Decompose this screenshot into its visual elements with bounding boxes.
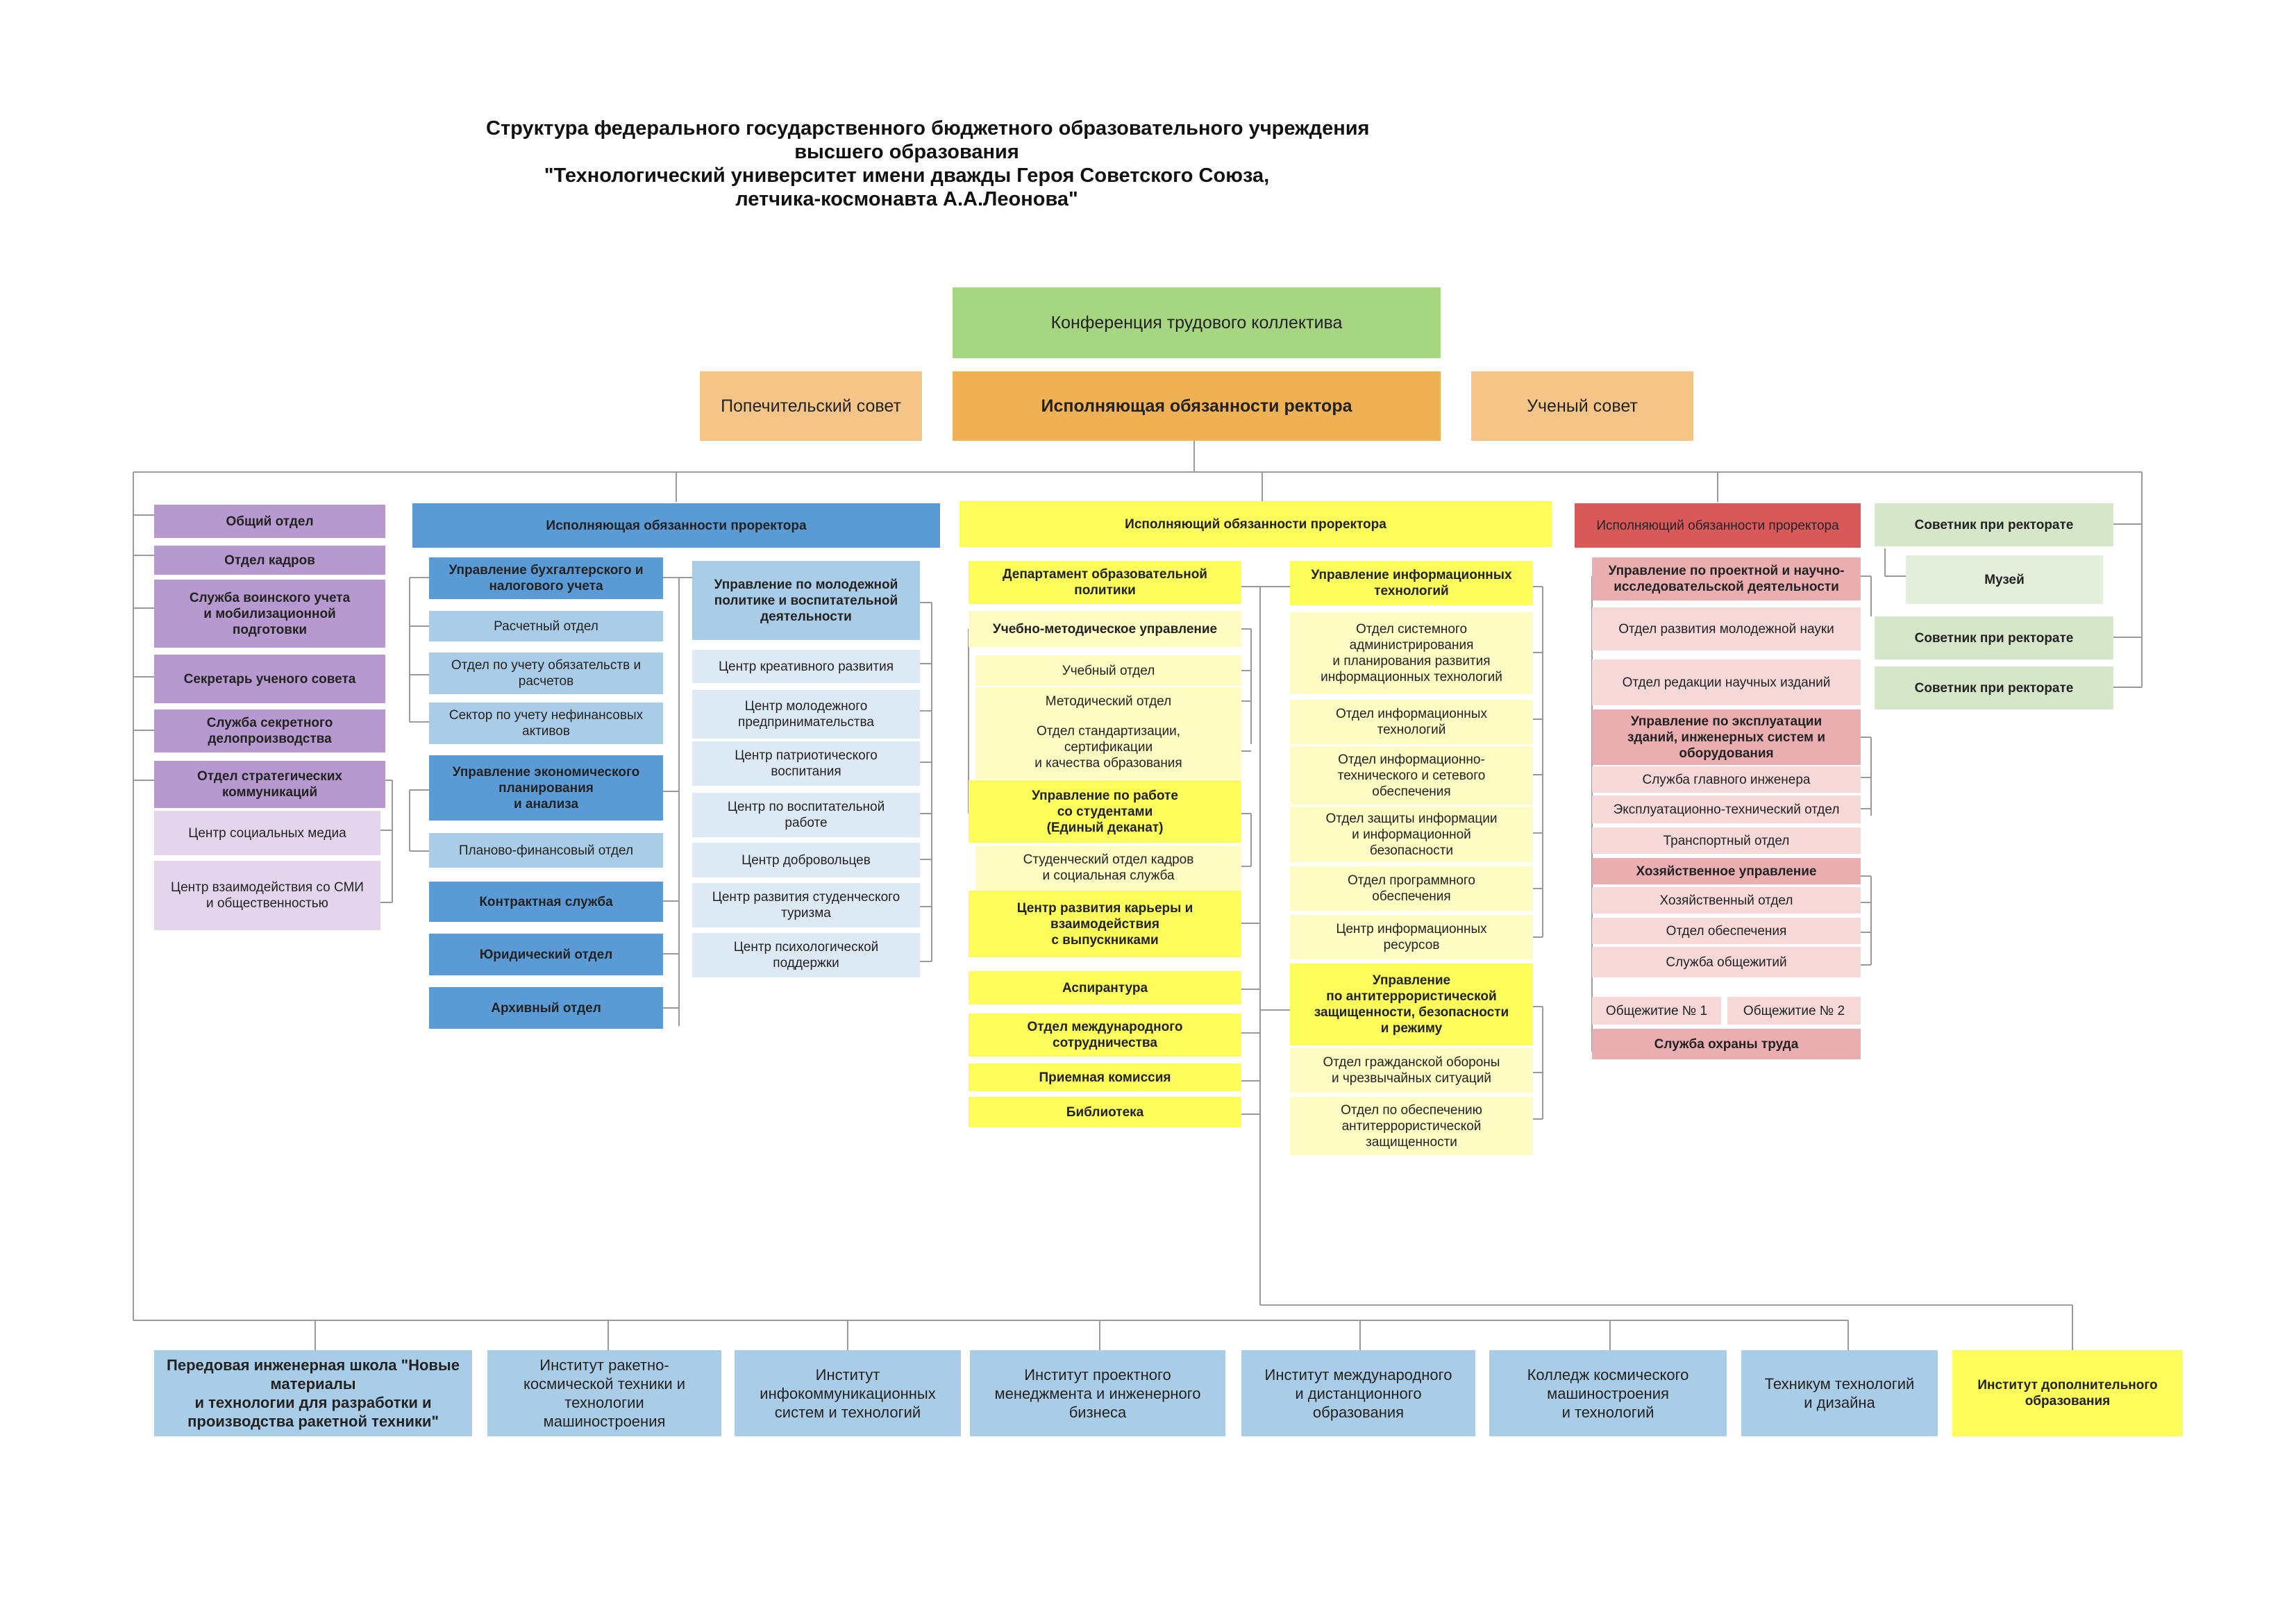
ops-tech-box: Эксплуатационно-технический отдел bbox=[1592, 796, 1861, 823]
career-center-box: Центр развития карьеры и взаимодействия … bbox=[969, 891, 1241, 957]
info-resources-box: Центр информационных ресурсов bbox=[1290, 915, 1533, 959]
strategic-comms-box: Отдел стратегических коммуникаций bbox=[154, 761, 385, 808]
creative-center-box: Центр креативного развития bbox=[692, 650, 920, 683]
institute-box: Институт международного и дистанционного… bbox=[1241, 1350, 1475, 1436]
infosec-dept-box: Отдел защиты информации и информационной… bbox=[1290, 807, 1533, 862]
obligations-dept-box: Отдел по учету обязательств и расчетов bbox=[429, 653, 663, 694]
advisor-box-2: Советник при ректорате bbox=[1875, 616, 2113, 659]
household-mgmt-box: Хозяйственное управление bbox=[1592, 858, 1861, 884]
chart-title: Структура федерального государственного … bbox=[486, 117, 1370, 211]
network-dept-box: Отдел информационно- технического и сете… bbox=[1290, 746, 1533, 805]
trustees-box: Попечительский совет bbox=[700, 371, 922, 441]
advisor-box-1: Советник при ректорате bbox=[1875, 503, 2113, 546]
title-line: Структура федерального государственного … bbox=[486, 117, 1370, 140]
dorm-2-box: Общежитие № 2 bbox=[1727, 997, 1861, 1025]
institute-box: Институт ракетно- космической техники и … bbox=[487, 1350, 721, 1436]
intl-cooperation-box: Отдел международного сотрудничества bbox=[969, 1014, 1241, 1057]
accounting-mgmt-box: Управление бухгалтерского и налогового у… bbox=[429, 557, 663, 599]
legal-dept-box: Юридический отдел bbox=[429, 934, 663, 975]
military-service-box: Служба воинского учета и мобилизационной… bbox=[154, 580, 385, 648]
software-dept-box: Отдел программного обеспечения bbox=[1290, 866, 1533, 911]
student-hr-box: Студенческий отдел кадров и социальная с… bbox=[975, 846, 1241, 890]
household-dept-box: Хозяйственный отдел bbox=[1592, 887, 1861, 914]
umu-box: Учебно-методическое управление bbox=[969, 611, 1241, 647]
chief-engineer-box: Служба главного инженера bbox=[1592, 766, 1861, 793]
admission-box: Приемная комиссия bbox=[969, 1063, 1241, 1091]
civil-defense-box: Отдел гражданской обороны и чрезвычайных… bbox=[1290, 1048, 1533, 1093]
contract-service-box: Контрактная служба bbox=[429, 882, 663, 922]
rector-box: Исполняющая обязанности ректора bbox=[953, 371, 1441, 441]
econ-planning-box: Управление экономического планирования и… bbox=[429, 755, 663, 821]
vp2-header: Исполняющий обязанности проректора bbox=[960, 501, 1552, 547]
psych-center-box: Центр психологической поддержки bbox=[692, 933, 920, 977]
entrepreneurship-center-box: Центр молодежного предпринимательства bbox=[692, 690, 920, 739]
antiterror-dept-box: Отдел по обеспечению антитеррористическо… bbox=[1290, 1097, 1533, 1155]
standard-dept-box: Отдел стандартизации, сертификации и кач… bbox=[975, 715, 1241, 779]
secret-records-box: Служба секретного делопроизводства bbox=[154, 709, 385, 752]
institute-box: Институт дополнительного образования bbox=[1952, 1350, 2183, 1436]
media-relations-box: Центр взаимодействия со СМИ и общественн… bbox=[154, 861, 380, 930]
title-line: летчика-космонавта А.А.Леонова" bbox=[735, 188, 1078, 210]
labor-safety-box: Служба охраны труда bbox=[1592, 1029, 1861, 1059]
institute-box: Передовая инженерная школа "Новые матери… bbox=[154, 1350, 472, 1436]
title-line: "Технологический университет имени дважд… bbox=[544, 165, 1270, 187]
institute-box: Институт инфокоммуникационных систем и т… bbox=[735, 1350, 961, 1436]
educational-work-box: Центр по воспитательной работе bbox=[692, 793, 920, 837]
transport-dept-box: Транспортный отдел bbox=[1592, 827, 1861, 854]
library-box: Библиотека bbox=[969, 1097, 1241, 1127]
conference-box: Конференция трудового коллектива bbox=[953, 287, 1441, 358]
institute-box: Колледж космического машиностроения и те… bbox=[1489, 1350, 1727, 1436]
settlement-dept-box: Расчетный отдел bbox=[429, 611, 663, 641]
vp1-header: Исполняющая обязанности проректора bbox=[412, 503, 940, 548]
council-secretary-box: Секретарь ученого совета bbox=[154, 655, 385, 703]
institute-box: Институт проектного менеджмента и инжене… bbox=[970, 1350, 1225, 1436]
hr-dept-box: Отдел кадров bbox=[154, 546, 385, 575]
it-mgmt-box: Управление информационных технологий bbox=[1290, 561, 1533, 605]
dorm-1-box: Общежитие № 1 bbox=[1592, 997, 1721, 1025]
advisor-box-3: Советник при ректорате bbox=[1875, 666, 2113, 709]
museum-box: Музей bbox=[1906, 555, 2103, 604]
nonfin-assets-box: Сектор по учету нефинансовых активов bbox=[429, 703, 663, 744]
social-media-box: Центр социальных медиа bbox=[154, 811, 380, 855]
study-dept-box: Учебный отдел bbox=[975, 655, 1241, 686]
security-mgmt-box: Управление по антитеррористической защищ… bbox=[1290, 964, 1533, 1045]
patriotic-center-box: Центр патриотического воспитания bbox=[692, 741, 920, 786]
youth-science-box: Отдел развития молодежной науки bbox=[1592, 607, 1861, 650]
supply-dept-box: Отдел обеспечения bbox=[1592, 918, 1861, 944]
institute-box: Техникум технологий и дизайна bbox=[1741, 1350, 1938, 1436]
research-mgmt-box: Управление по проектной и научно- исслед… bbox=[1592, 557, 1861, 600]
method-dept-box: Методический отдел bbox=[975, 687, 1241, 715]
sys-admin-box: Отдел системного администрирования и пла… bbox=[1290, 612, 1533, 694]
plan-finance-box: Планово-финансовый отдел bbox=[429, 833, 663, 868]
edu-policy-dept-box: Департамент образовательной политики bbox=[969, 561, 1241, 604]
volunteer-center-box: Центр добровольцев bbox=[692, 843, 920, 877]
youth-policy-box: Управление по молодежной политике и восп… bbox=[692, 561, 920, 640]
info-tech-dept-box: Отдел информационных технологий bbox=[1290, 700, 1533, 744]
general-dept-box: Общий отдел bbox=[154, 505, 385, 538]
dorm-service-box: Служба общежитий bbox=[1592, 947, 1861, 977]
facilities-mgmt-box: Управление по эксплуатации зданий, инжен… bbox=[1592, 709, 1861, 765]
aspirantura-box: Аспирантура bbox=[969, 971, 1241, 1004]
tourism-center-box: Центр развития студенческого туризма bbox=[692, 883, 920, 927]
archive-dept-box: Архивный отдел bbox=[429, 987, 663, 1029]
students-mgmt-box: Управление по работе со студентами (Един… bbox=[969, 780, 1241, 843]
academic-council-box: Ученый совет bbox=[1471, 371, 1693, 441]
publishing-dept-box: Отдел редакции научных изданий bbox=[1592, 659, 1861, 705]
title-line: высшего образования bbox=[794, 141, 1019, 163]
vp3-header: Исполняющий обязанности проректора bbox=[1575, 503, 1861, 548]
